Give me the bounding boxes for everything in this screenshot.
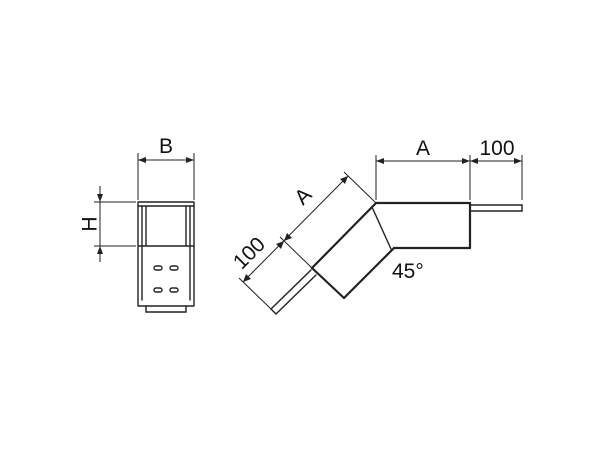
connector-left-top: [270, 269, 312, 310]
angle-label: 45°: [392, 260, 424, 283]
connector-left-end: [270, 308, 277, 315]
dimension-a-horizontal-label: A: [416, 137, 430, 160]
dimension-100-diagonal-label: 100: [229, 233, 270, 274]
bend-fold-line: [371, 206, 392, 250]
dimension-diagonal: [238, 171, 377, 310]
bend-diagonal-end: [310, 266, 346, 300]
front-slot-2: [169, 265, 179, 271]
dimension-h-label: H: [79, 216, 102, 231]
front-view: [137, 201, 195, 313]
connector-left-bottom: [275, 274, 317, 315]
bend-outer-diagonal: [310, 201, 378, 270]
dimension-100-horizontal-label: 100: [479, 137, 514, 160]
dimension-b-label: B: [159, 135, 173, 158]
dimension-b: [137, 153, 195, 200]
dimension-a-diagonal-label: A: [290, 183, 316, 209]
dimension-horizontal: [375, 155, 523, 200]
bend-view: [270, 201, 523, 315]
bend-inner-diagonal: [342, 246, 396, 300]
front-slot-3: [153, 287, 163, 293]
front-view-outline: [137, 201, 195, 307]
front-slot-4: [169, 287, 179, 293]
front-slot-1: [153, 265, 163, 271]
dimension-h: [94, 186, 136, 262]
